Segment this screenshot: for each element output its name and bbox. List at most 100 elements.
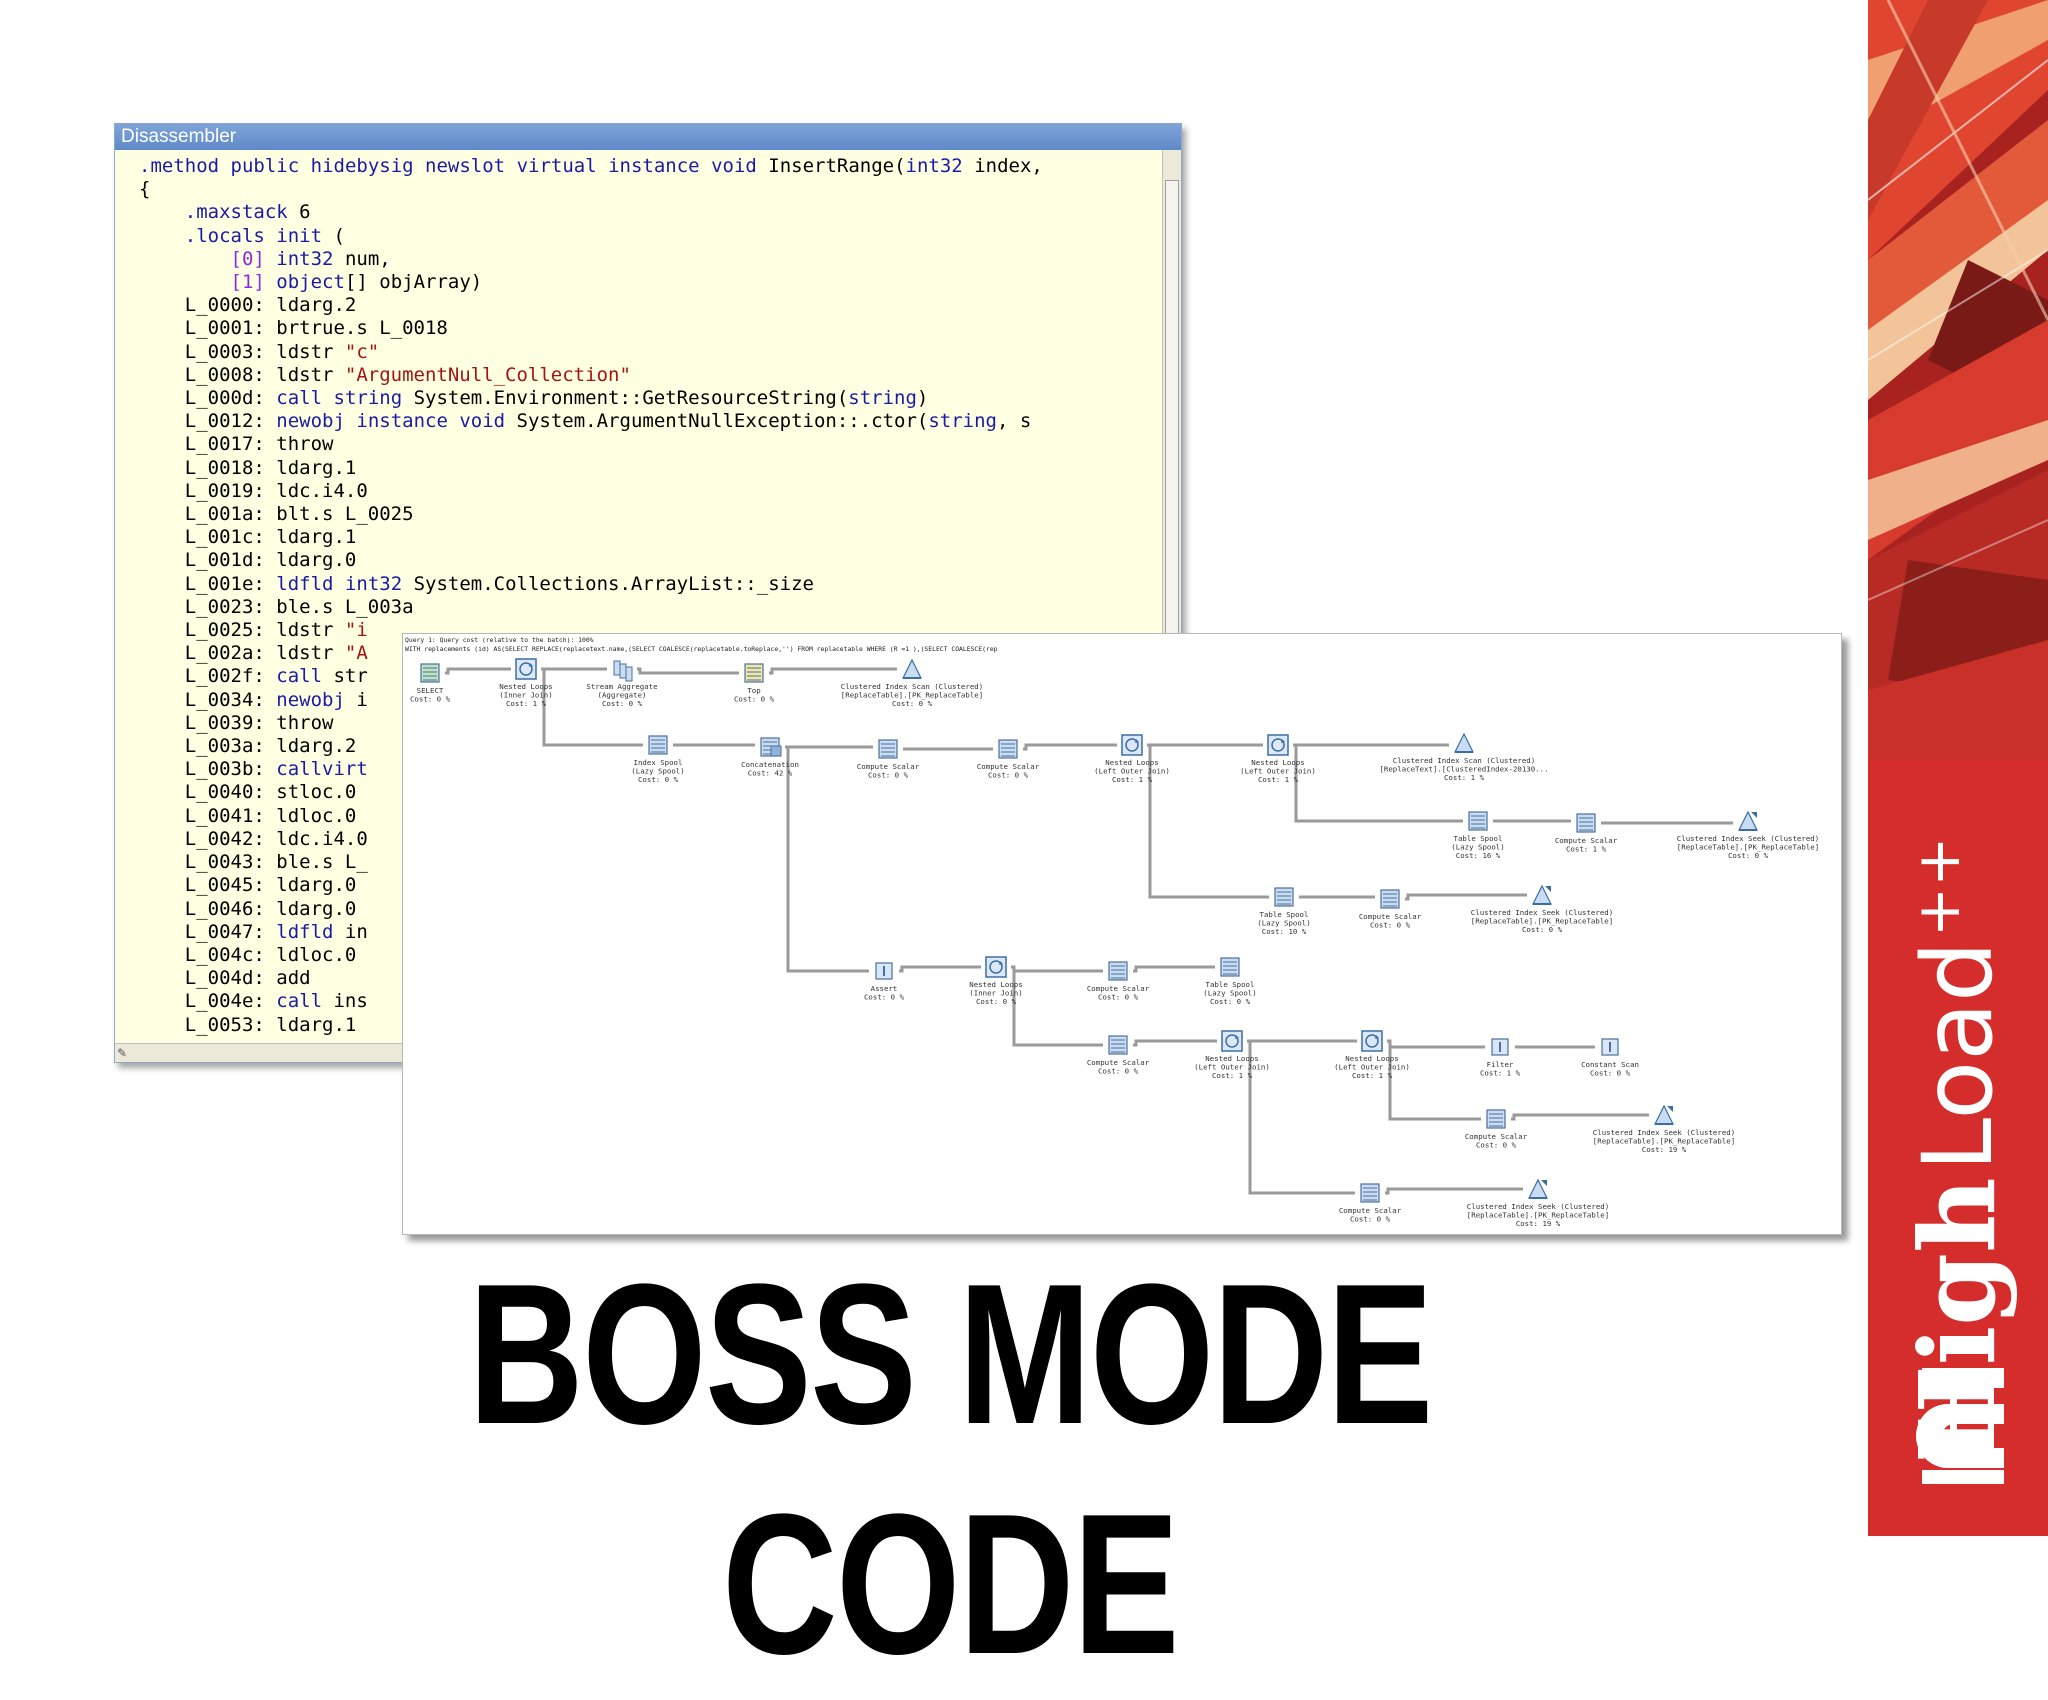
plan-edge — [1387, 1039, 1485, 1049]
code-line: .locals init ( — [184, 224, 345, 247]
nested-loops-icon — [1121, 734, 1143, 756]
plan-operator-label: Clustered Index Seek (Clustered) — [1593, 1128, 1735, 1137]
plan-operator-label: Index Spool — [634, 758, 683, 767]
scrollbar-thumb[interactable] — [1165, 180, 1179, 642]
concatenation-icon — [760, 737, 782, 757]
clustered-index-seek-icon — [1738, 810, 1758, 831]
execution-plan-window: Query 1: Query cost (relative to the bat… — [402, 633, 1842, 1235]
plan-operator-nested-loops-6[interactable]: Nested Loops(Left Outer Join)Cost: 1 % — [1334, 1030, 1410, 1080]
clustered-index-seek-icon — [1528, 1178, 1548, 1199]
plan-operator-label: Compute Scalar — [1339, 1206, 1402, 1215]
plan-operator-table-spool-1[interactable]: Table Spool(Lazy Spool)Cost: 16 % — [1451, 811, 1505, 860]
index-spool-icon — [648, 735, 668, 755]
plan-operator-clustered-index-seek-2[interactable]: Clustered Index Seek (Clustered)[Replace… — [1471, 884, 1613, 934]
nested-loops-icon — [1267, 734, 1289, 756]
disassembler-code-view[interactable]: .method public hidebysig newslot virtual… — [115, 150, 1163, 1044]
plan-operator-clustered-index-seek-1[interactable]: Clustered Index Seek (Clustered)[Replace… — [1677, 810, 1819, 860]
nested-loops-icon — [1361, 1030, 1383, 1052]
plan-operator-clustered-index-seek-4[interactable]: Clustered Index Seek (Clustered)[Replace… — [1467, 1178, 1609, 1228]
plan-edge — [1247, 1039, 1355, 1195]
disassembler-title: Disassembler — [115, 124, 1181, 150]
nested-loops-icon — [1221, 1030, 1243, 1052]
code-line: L_002a: ldstr "A — [139, 642, 368, 665]
code-line: [1] object[] objArray) — [230, 271, 483, 294]
code-line: { — [139, 178, 151, 201]
compute-scalar-icon — [1380, 889, 1400, 909]
plan-operator-label: Cost: 0 % — [1522, 925, 1563, 934]
slide-title: BOSS MODE CODE — [468, 1243, 1433, 1696]
plan-operator-label: [ReplaceTable].[PK_ReplaceTable] — [841, 691, 983, 700]
plan-edge — [1147, 743, 1269, 899]
plan-operator-label: Cost: 42 % — [748, 769, 793, 778]
plan-operator-label: Cost: 0 % — [410, 695, 451, 704]
table-spool-icon — [1220, 957, 1240, 977]
plan-operator-label: (Aggregate) — [598, 691, 647, 700]
plan-operator-label: Clustered Index Seek (Clustered) — [1467, 1202, 1609, 1211]
plan-header: Query 1: Query cost (relative to the bat… — [405, 636, 1839, 658]
plan-operator-label: Table Spool — [1260, 910, 1309, 919]
plan-operator-stream-aggregate[interactable]: Stream Aggregate(Aggregate)Cost: 0 % — [586, 660, 658, 708]
code-line: L_001c: ldarg.1 — [139, 526, 357, 549]
plan-operator-label: Nested Loops — [969, 980, 1022, 989]
plan-operator-label: (Lazy Spool) — [1451, 843, 1504, 852]
table-spool-icon — [1274, 887, 1294, 907]
code-line: L_003a: ldarg.2 — [139, 735, 357, 758]
code-line: .method public hidebysig newslot virtual… — [139, 155, 1043, 177]
code-line: L_0008: ldstr "ArgumentNull_Collection" — [139, 363, 631, 386]
plan-operator-label: Table Spool — [1454, 834, 1503, 843]
clustered-index-seek-icon — [1654, 1104, 1674, 1125]
plan-operator-label: [ReplaceText].[ClusteredIndex-20130... — [1379, 765, 1548, 774]
plan-operator-label: [ReplaceTable].[PK_ReplaceTable] — [1467, 1211, 1609, 1220]
code-line: L_0043: ble.s L_ — [139, 851, 368, 874]
plan-operator-index-spool[interactable]: Index Spool(Lazy Spool)Cost: 0 % — [631, 735, 685, 784]
code-line: L_0023: ble.s L_003a — [139, 595, 414, 618]
plan-operator-label: Cost: 10 % — [1262, 927, 1307, 936]
plan-operator-label: Cost: 16 % — [1456, 851, 1501, 860]
plan-edges — [445, 667, 1733, 1195]
plan-operator-clustered-index-scan-1[interactable]: Clustered Index Scan (Clustered)[Replace… — [841, 658, 983, 708]
plan-operator-table-spool-2[interactable]: Table Spool(Lazy Spool)Cost: 10 % — [1257, 887, 1311, 936]
plan-operator-table-spool-3[interactable]: Table Spool(Lazy Spool)Cost: 0 % — [1203, 957, 1257, 1006]
plan-operator-clustered-index-scan-2[interactable]: Clustered Index Scan (Clustered)[Replace… — [1379, 732, 1549, 782]
code-line: L_0045: ldarg.0 — [139, 874, 357, 897]
plan-edge — [445, 667, 511, 675]
plan-operator-nested-loops-5[interactable]: Nested Loops(Left Outer Join)Cost: 1 % — [1194, 1030, 1270, 1080]
plan-operator-label: (Left Outer Join) — [1334, 1063, 1410, 1072]
plan-edge — [1011, 965, 1103, 973]
plan-operator-label: Compute Scalar — [857, 762, 920, 771]
code-line: L_0025: ldstr "i — [139, 619, 368, 642]
plan-operator-label: Cost: 0 % — [864, 993, 905, 1002]
plan-operator-nested-loops-3[interactable]: Nested Loops(Left Outer Join)Cost: 1 % — [1240, 734, 1316, 784]
code-line: .maxstack 6 — [184, 201, 311, 224]
code-line: L_0001: brtrue.s L_0018 — [139, 317, 448, 340]
code-line: L_002f: call str — [139, 665, 368, 688]
code-line: L_000d: call string System.Environment::… — [139, 387, 929, 410]
code-line: L_001d: ldarg.0 — [139, 549, 357, 572]
plan-operator-nested-loops-2[interactable]: Nested Loops(Left Outer Join)Cost: 1 % — [1094, 734, 1170, 784]
compute-scalar-icon — [1360, 1183, 1380, 1203]
plan-operator-nested-loops-4[interactable]: Nested Loops(Inner Join)Cost: 0 % — [969, 956, 1023, 1006]
plan-operator-label: Clustered Index Scan (Clustered) — [841, 682, 983, 691]
code-line: L_0000: ldarg.2 — [139, 294, 357, 317]
plan-operator-label: Clustered Index Scan (Clustered) — [1393, 756, 1535, 765]
code-line: L_001e: ldfld int32 System.Collections.A… — [139, 572, 814, 595]
plan-edge — [769, 667, 897, 675]
plan-operator-label: Nested Loops — [1251, 758, 1304, 767]
table-spool-icon — [1468, 811, 1488, 831]
plan-operator-clustered-index-seek-3[interactable]: Clustered Index Seek (Clustered)[Replace… — [1593, 1104, 1735, 1154]
plan-operator-nested-loops-1[interactable]: Nested Loops(Inner Join)Cost: 1 % — [499, 658, 553, 708]
